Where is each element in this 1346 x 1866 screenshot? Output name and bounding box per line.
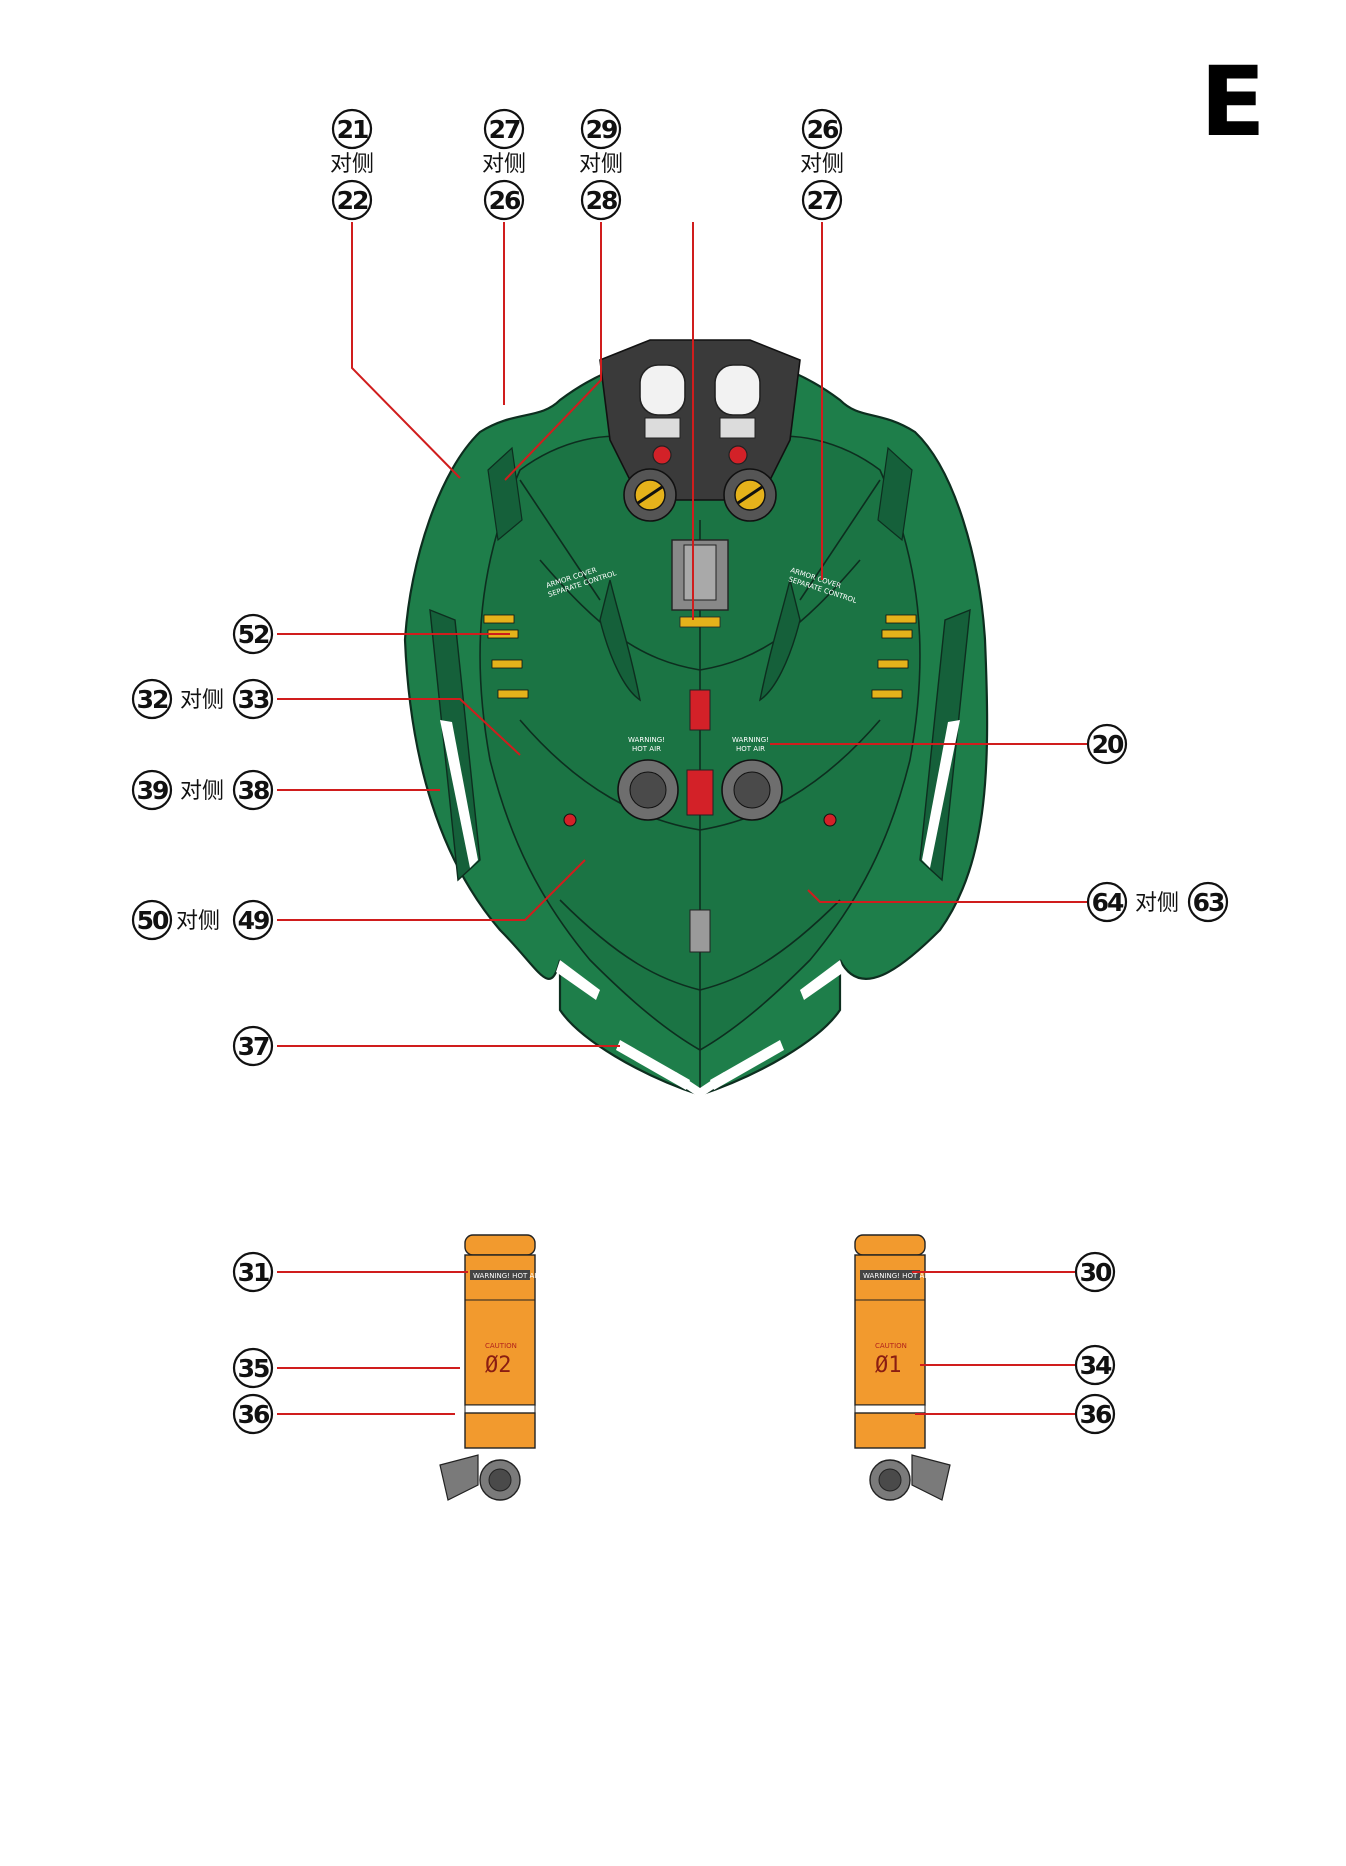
label-32: 32 [137,685,168,714]
svg-text:37: 37 [238,1032,269,1061]
label-27: 27 [489,115,520,144]
svg-text:20: 20 [1092,730,1124,759]
svg-text:30: 30 [1080,1258,1112,1287]
label-63: 63 [1193,888,1224,917]
warning-left-line1: WARNING! [628,736,665,744]
hull-illustration: ARMOR COVER SEPARATE CONTROL ARMOR COVER… [403,339,989,1098]
label-64: 64 [1092,888,1124,917]
label-52: 52 [232,613,274,655]
left-tank-warning: WARNING! HOT AIR [473,1272,541,1280]
label-28: 28 [586,186,617,215]
label-35: 35 [232,1347,274,1389]
label-50-49: 50 对侧 49 [131,899,274,941]
right-tank-caution: CAUTION [875,1342,907,1350]
right-tank-illustration: WARNING! HOT AIR CAUTION Ø1 [854,1234,951,1501]
label-26-top: 26 [807,115,839,144]
page-letter: E [1200,46,1266,158]
label-29: 29 [586,115,617,144]
label-32-33: 32 对侧 33 [131,678,274,720]
left-tank-number: Ø2 [485,1353,512,1378]
label-36-right: 36 [1074,1393,1116,1435]
label-27-26: 27 对侧 26 [482,108,526,221]
label-26: 26 [489,186,521,215]
warning-left-line2: HOT AIR [632,745,661,753]
label-36-left: 36 [232,1393,274,1435]
label-32-note: 对侧 [180,688,224,713]
label-27-note: 对侧 [482,152,526,177]
label-30: 30 [1074,1251,1116,1293]
label-64-note: 对侧 [1135,891,1179,916]
svg-text:36: 36 [238,1400,270,1429]
label-39: 39 [137,776,168,805]
left-tank-caution: CAUTION [485,1342,517,1350]
label-27-bottom: 27 [807,186,838,215]
left-tank-illustration: WARNING! HOT AIR CAUTION Ø2 [439,1234,541,1501]
right-tank-warning: WARNING! HOT AIR [863,1272,931,1280]
label-39-38: 39 对侧 38 [131,769,274,811]
leader-lines [277,222,1088,1415]
label-29-28: 29 对侧 28 [579,108,623,221]
warning-right-line2: HOT AIR [736,745,765,753]
label-50: 50 [137,906,169,935]
label-22: 22 [337,186,368,215]
label-29-note: 对侧 [579,152,623,177]
svg-text:35: 35 [238,1354,269,1383]
label-38: 38 [238,776,269,805]
label-37: 37 [232,1025,274,1067]
label-21: 21 [337,115,368,144]
label-33: 33 [238,685,269,714]
svg-text:36: 36 [1080,1400,1112,1429]
label-34: 34 [1074,1344,1116,1386]
svg-text:52: 52 [238,620,269,649]
warning-right-line1: WARNING! [732,736,769,744]
label-64-63: 64 对侧 63 [1086,881,1229,923]
label-49: 49 [238,906,269,935]
label-26-note: 对侧 [800,152,844,177]
label-21-22: 21 对侧 22 [330,108,374,221]
label-21-note: 对侧 [330,152,374,177]
label-50-note: 对侧 [176,909,220,934]
svg-text:31: 31 [238,1258,269,1287]
right-tank-number: Ø1 [875,1353,902,1378]
label-31: 31 [232,1251,274,1293]
label-39-note: 对侧 [180,779,224,804]
label-20: 20 [1086,723,1128,765]
svg-text:34: 34 [1080,1351,1112,1380]
label-26-27: 26 对侧 27 [800,108,844,221]
